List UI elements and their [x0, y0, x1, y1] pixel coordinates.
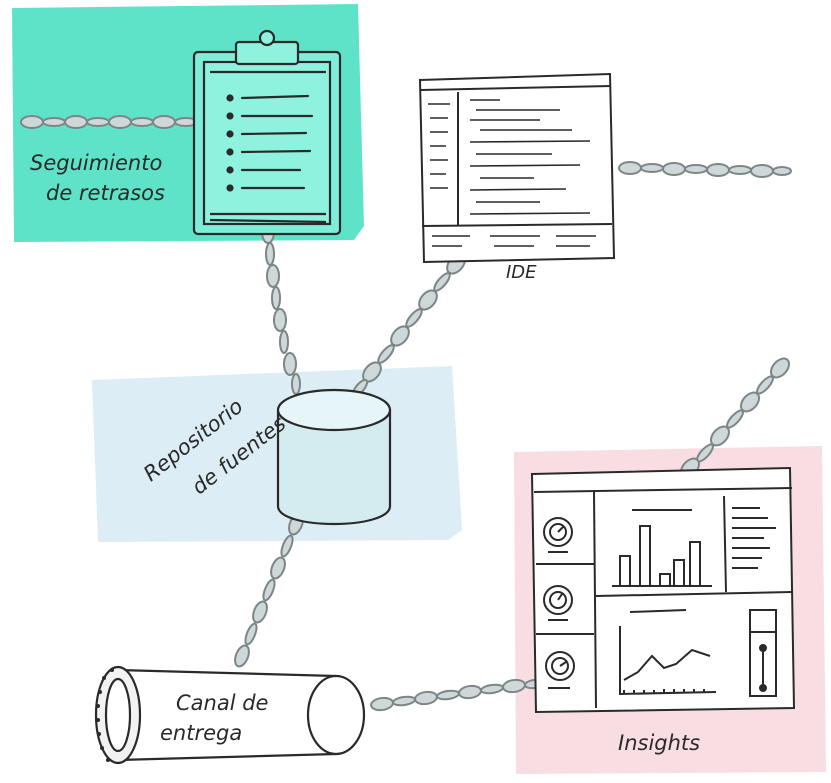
- chain-insights-top: [679, 357, 791, 479]
- code-editor-icon: [418, 72, 616, 264]
- chain-pipeline-insights: [370, 678, 544, 712]
- gauge-icon: [543, 517, 573, 553]
- tracking-label-line2: de retrasos: [46, 181, 165, 206]
- tracking-label: Seguimiento de retrasos: [30, 148, 165, 209]
- clipboard-icon: [192, 29, 342, 236]
- database-cylinder-icon: [276, 388, 392, 525]
- tracking-label-line1: Seguimiento: [30, 151, 163, 175]
- pipe-icon: [94, 665, 366, 765]
- chain-tracking-left: [20, 115, 198, 129]
- pipeline-label-line1: Canal de: [176, 691, 269, 715]
- chain-ide-repo: [351, 253, 466, 398]
- line-chart-icon: [619, 609, 717, 696]
- chain-icon: [20, 115, 792, 712]
- bar-chart-icon: [612, 509, 712, 587]
- gauge-icon: [543, 585, 573, 621]
- slider-icon: [749, 609, 777, 697]
- ide-label: IDE: [506, 262, 537, 283]
- chain-ide-right: [618, 161, 792, 178]
- gauge-icon: [545, 651, 575, 689]
- horizontal-bar-icon: [732, 507, 776, 569]
- pipeline-label: Canal de entrega: [160, 688, 268, 749]
- chain-tracking-repo: [261, 220, 301, 395]
- dashboard-icon: [530, 466, 796, 714]
- insights-label: Insights: [618, 731, 701, 755]
- pipeline-label-line2: entrega: [160, 721, 243, 746]
